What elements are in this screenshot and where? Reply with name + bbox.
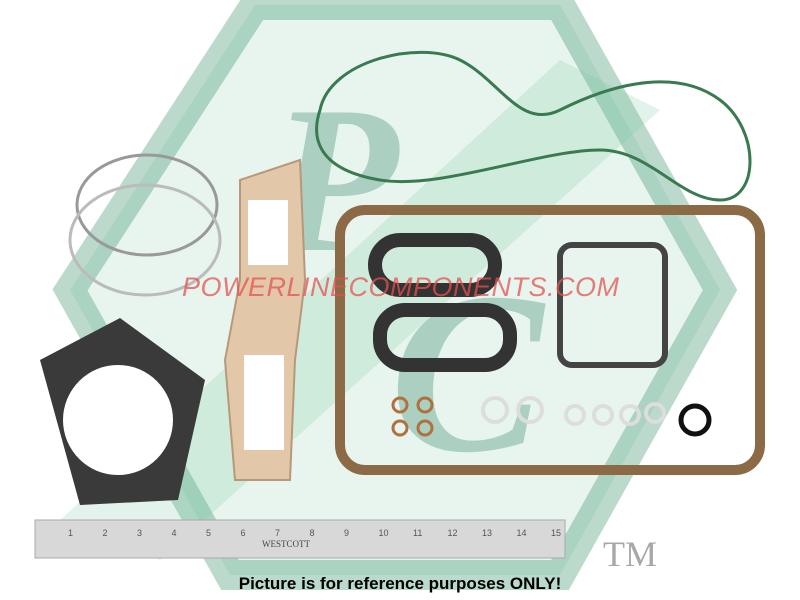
cork-valve-cover-gasket bbox=[335, 205, 765, 475]
white-washers bbox=[481, 396, 666, 426]
ruler-inch-label: 7 bbox=[275, 528, 280, 538]
ruler-inch-label: 1 bbox=[68, 528, 73, 538]
oval-gasket bbox=[373, 303, 517, 372]
ruler-inch-label: 3 bbox=[137, 528, 142, 538]
diagonal-band bbox=[60, 60, 660, 560]
seal-ring bbox=[75, 153, 219, 257]
green-oring bbox=[315, 50, 752, 202]
seal-ring bbox=[68, 183, 222, 297]
black-oring bbox=[678, 403, 712, 437]
ruler bbox=[34, 519, 566, 559]
oval-gasket bbox=[368, 233, 502, 297]
ruler-inch-label: 4 bbox=[172, 528, 177, 538]
ruler-inch-label: 10 bbox=[379, 528, 389, 538]
watermark-text: POWERLINECOMPONENTS.COM bbox=[182, 272, 620, 302]
ruler-inch-label: 5 bbox=[206, 528, 211, 538]
ruler-inch-label: 2 bbox=[103, 528, 108, 538]
ruler-inch-label: 6 bbox=[241, 528, 246, 538]
ruler-inch-label: 15 bbox=[551, 528, 561, 538]
disclaimer-caption: Picture is for reference purposes ONLY! bbox=[238, 574, 562, 593]
ruler-inch-label: 8 bbox=[310, 528, 315, 538]
ruler-inch-label: 12 bbox=[448, 528, 458, 538]
ruler-inch-label: 11 bbox=[413, 528, 422, 538]
ruler-inch-label: 9 bbox=[344, 528, 349, 538]
trademark-symbol: TM bbox=[603, 534, 657, 574]
ruler-inch-label: 14 bbox=[517, 528, 527, 538]
copper-washers bbox=[391, 396, 434, 437]
square-gasket bbox=[557, 242, 668, 368]
ruler-inch-label: 13 bbox=[482, 528, 492, 538]
ruler-brand: WESTCOTT bbox=[262, 539, 310, 549]
